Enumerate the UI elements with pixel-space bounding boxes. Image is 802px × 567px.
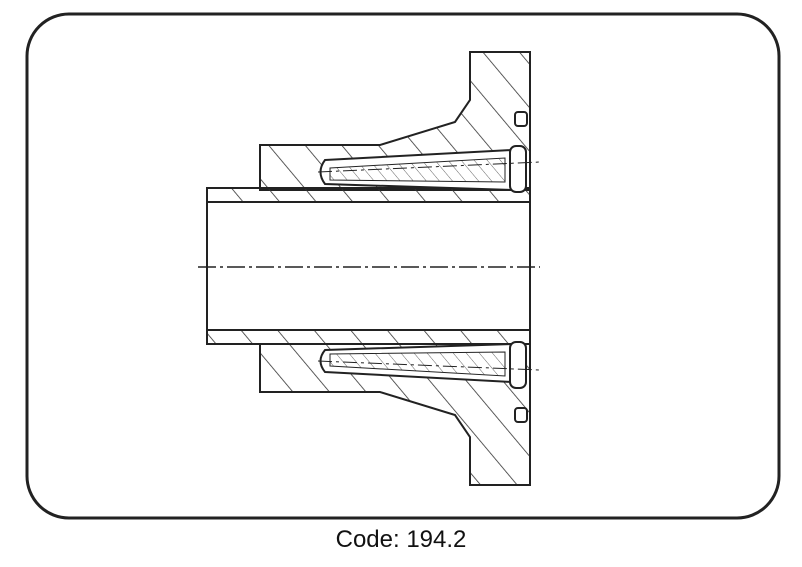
- drawing-caption: Code: 194.2: [335, 526, 467, 553]
- flange-hole-upper: [514, 111, 528, 127]
- drawing-frame: [25, 12, 781, 520]
- sleeve-lower-wall: [206, 329, 531, 345]
- flange-hole-lower: [514, 407, 528, 423]
- technical-drawing: [25, 12, 781, 520]
- lower-bolt: [317, 341, 541, 389]
- upper-bolt: [317, 145, 541, 193]
- sleeve-upper-wall: [206, 187, 531, 203]
- sleeve-bore: [206, 201, 531, 331]
